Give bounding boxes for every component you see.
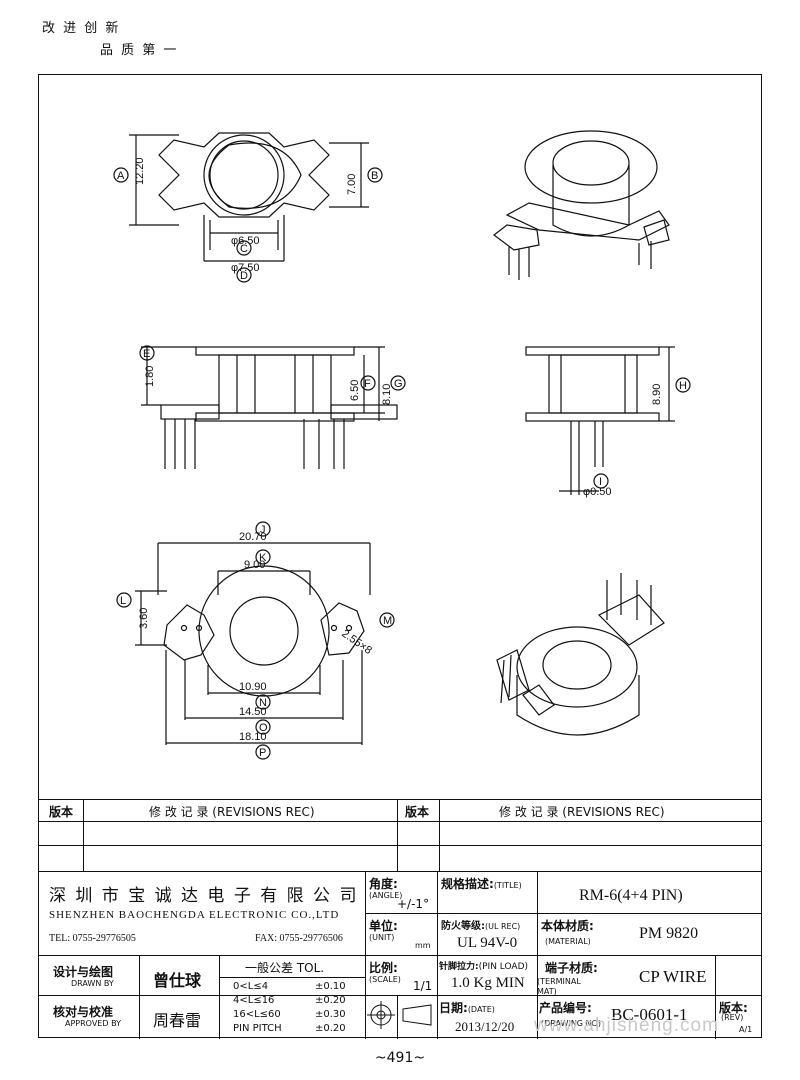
dim-8-90: 8.90 [651, 384, 663, 405]
tol-range-3: 16<L≤60 [233, 1009, 281, 1020]
rev-en: (REV) [721, 1013, 744, 1022]
approver-en: APPROVED BY [65, 1019, 122, 1028]
technical-drawing: 12.20 7.00 φ6.50 φ7.50 A B C D [113, 130, 691, 760]
marker-g: G [394, 378, 403, 390]
dim-14-50: 14.50 [239, 706, 267, 718]
marker-c: C [240, 243, 248, 255]
dim-phi-0-50: φ0.50 [583, 486, 612, 498]
company-tel: TEL: 0755-29776505 [49, 933, 136, 944]
tol-value-4: ±0.20 [315, 1023, 346, 1034]
angle-value: +/-1° [397, 897, 430, 911]
rev-header-left-label: 版本 [49, 805, 74, 819]
marker-h: H [679, 380, 687, 392]
material-en: (MATERIAL) [545, 937, 591, 946]
dim-7-00: 7.00 [346, 174, 358, 195]
tol-value-2: ±0.20 [315, 995, 346, 1006]
approver-label: 核对与校准 [53, 1005, 114, 1019]
slogan-line-1: 改 进 创 新 [42, 21, 121, 36]
dim-18-10: 18.10 [239, 731, 267, 743]
tol-range-1: 0<L≤4 [233, 981, 269, 992]
isometric-view-1 [493, 130, 670, 280]
dim-6-50: 6.50 [349, 380, 361, 401]
bottom-view [135, 542, 371, 745]
date-value: 2013/12/20 [455, 1019, 515, 1034]
watermark: www.ahjisheng.com [534, 1015, 719, 1036]
dim-3-60: 3.60 [138, 608, 150, 629]
marker-d: D [240, 270, 248, 282]
date-label: 日期:(DATE) [439, 1001, 495, 1015]
marker-n: N [259, 697, 267, 709]
angle-en: (ANGLE) [369, 891, 403, 900]
title-value: RM-6(4+4 PIN) [579, 887, 683, 904]
scale-value: 1/1 [413, 979, 433, 993]
dim-10-90: 10.90 [239, 681, 267, 693]
dim-8-10: 8.10 [381, 384, 393, 405]
fire-label: 防火等级:(UL REC) [441, 921, 521, 932]
marker-b: B [371, 170, 378, 182]
dim-20-70: 20.70 [239, 531, 267, 543]
isometric-view-2 [496, 573, 665, 736]
marker-k: K [259, 552, 267, 564]
terminal-value: CP WIRE [639, 967, 707, 986]
dim-12-20: 12.20 [134, 157, 146, 185]
tol-value-1: ±0.10 [315, 981, 346, 992]
slogan-line-2: 品 质 第 一 [100, 43, 179, 58]
fire-value: UL 94V-0 [457, 935, 518, 951]
marker-p: P [259, 747, 266, 759]
drawing-no-value: BC-0601-1 [611, 1005, 688, 1024]
terminal-label: 端子材质: [545, 961, 598, 975]
marker-e: E [143, 348, 150, 360]
tol-range-2: 4<L≤16 [233, 995, 275, 1006]
material-label: 本体材质: [541, 919, 594, 933]
rev-label: 版本: [719, 1001, 748, 1015]
company-fax: FAX: 0755-29776506 [255, 933, 343, 944]
marker-i: I [599, 476, 602, 488]
marker-m: M [383, 615, 392, 627]
rev-header-right-label: 版本 [405, 805, 430, 819]
dim-9-00: 9.00 [244, 559, 265, 571]
side-view-1 [141, 346, 398, 469]
pin-load-value: 1.0 Kg MIN [451, 975, 525, 991]
material-value: PM 9820 [639, 925, 699, 942]
drawing-sheet: 12.20 7.00 φ6.50 φ7.50 A B C D [38, 74, 762, 1039]
rev-header-right: 修 改 记 录 (REVISIONS REC) [499, 805, 665, 819]
unit-en: (UNIT) [369, 933, 395, 942]
approver-value: 周春雷 [153, 1011, 202, 1030]
designer-value: 曾仕球 [153, 971, 202, 990]
marker-l: L [120, 595, 126, 607]
terminal-en-2: MAT) [537, 987, 557, 996]
drawing-no-en: (DRAWING NO) [541, 1019, 601, 1028]
marker-a: A [117, 170, 125, 182]
dim-1-80: 1.80 [144, 366, 156, 387]
unit-label: 单位: [369, 919, 398, 933]
scale-en: (SCALE) [369, 975, 401, 984]
tol-range-4: PIN PITCH [233, 1023, 282, 1034]
pin-load-label: 针脚拉力:(PIN LOAD) [439, 962, 529, 972]
tol-value-3: ±0.30 [315, 1009, 346, 1020]
designer-en: DRAWN BY [71, 979, 114, 988]
top-view [129, 132, 369, 262]
page-number: ~491~ [374, 1050, 426, 1066]
company-name-en: SHENZHEN BAOCHENGDA ELECTRONIC CO.,LTD [49, 909, 340, 921]
marker-f: F [364, 378, 371, 390]
rev-value: A/1 [739, 1025, 753, 1034]
terminal-en-1: (TERMINAL [537, 977, 581, 986]
marker-o: O [259, 722, 268, 734]
rev-header-left: 修 改 记 录 (REVISIONS REC) [149, 805, 315, 819]
marker-j: J [260, 524, 266, 536]
projection-symbol-icon [367, 1001, 432, 1029]
company-name-cn: 深 圳 市 宝 诚 达 电 子 有 限 公 司 [49, 886, 359, 906]
dim-2-55x8: 2.55×8 [339, 628, 374, 657]
unit-value: mm [415, 941, 431, 950]
tolerance-title: 一般公差 TOL. [245, 961, 325, 975]
designer-label: 设计与绘图 [53, 965, 114, 979]
scale-label: 比例: [369, 961, 398, 975]
title-label: 规格描述:(TITLE) [441, 877, 522, 891]
angle-label: 角度: [369, 877, 398, 891]
side-view-2 [525, 346, 675, 495]
drawing-no-label: 产品编号: [539, 1001, 592, 1015]
